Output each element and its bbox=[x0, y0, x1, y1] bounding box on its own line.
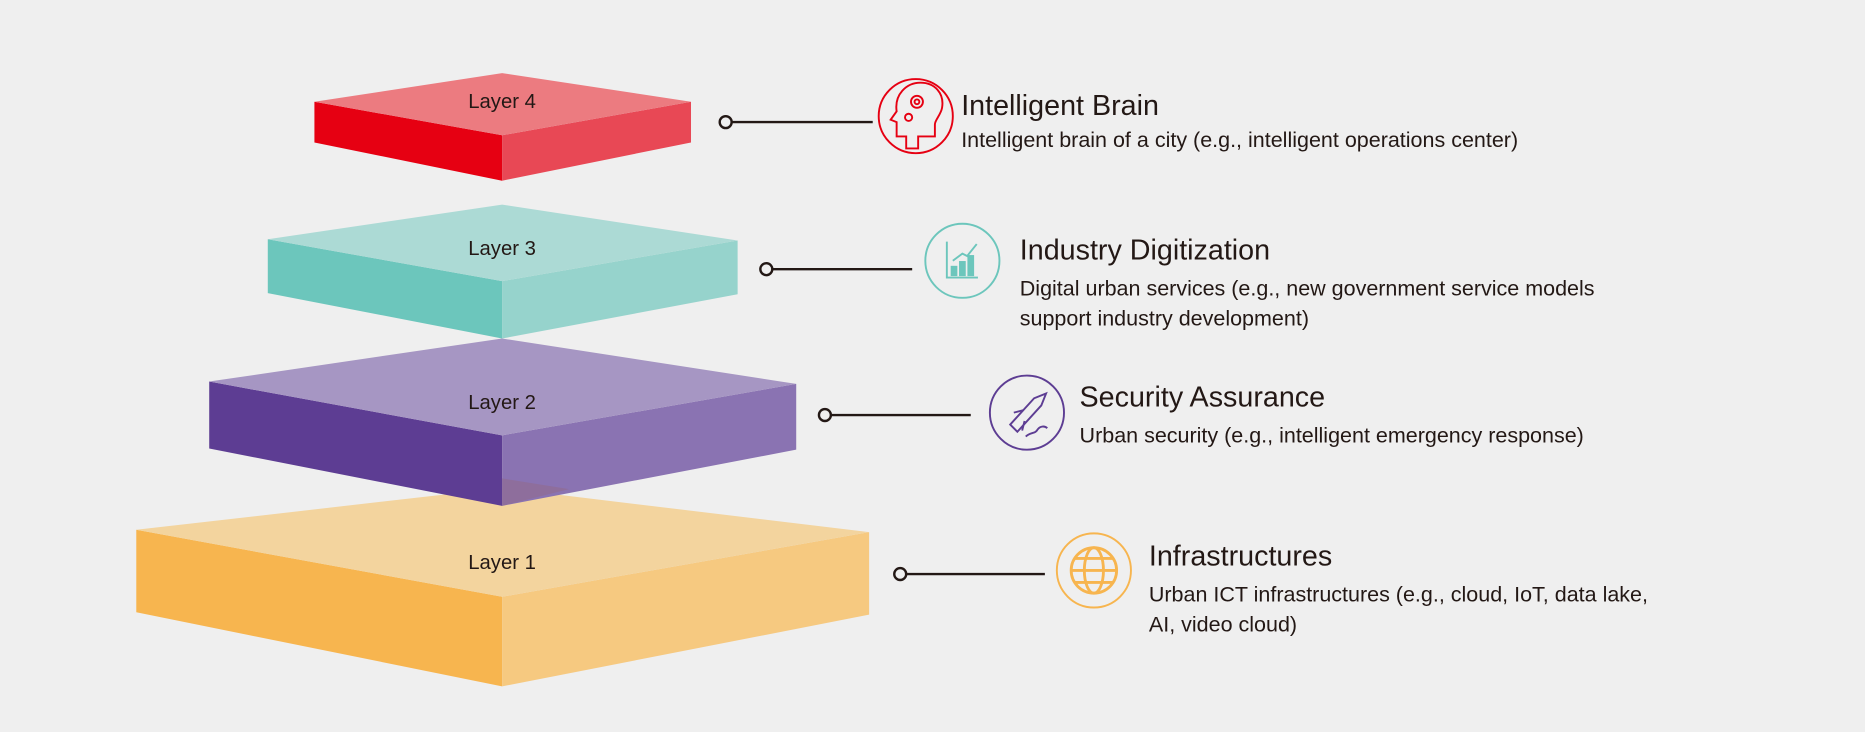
layer-1-right-face bbox=[502, 532, 870, 687]
connector-dot-3 bbox=[759, 261, 774, 277]
layer-4-desc-line-1: Intelligent brain of a city (e.g., intel… bbox=[961, 128, 1518, 152]
layer-4-block: Layer 4 bbox=[314, 73, 692, 181]
layer-4-right-face bbox=[502, 101, 692, 181]
layer-2-description: Security Assurance Urban security (e.g.,… bbox=[1080, 382, 1584, 448]
layer-3-top-face bbox=[267, 204, 738, 282]
layer-4-left-face bbox=[314, 101, 503, 181]
layer-1-title: Infrastructures bbox=[1149, 541, 1332, 573]
layer-3-right-face bbox=[502, 240, 738, 339]
brain-icon bbox=[877, 78, 954, 155]
layer-overlap bbox=[502, 478, 570, 506]
layer-1-label: Layer 1 bbox=[468, 552, 536, 574]
layer-2-title: Security Assurance bbox=[1080, 382, 1326, 414]
connector-dot-2 bbox=[817, 407, 833, 423]
layer-4-top-face bbox=[314, 73, 692, 136]
layer-2-label: Layer 2 bbox=[468, 392, 536, 414]
layer-2-top-face bbox=[209, 338, 797, 436]
layer-3-block: Layer 3 bbox=[267, 204, 738, 339]
layer-3-desc-line-2: support industry development) bbox=[1020, 306, 1309, 330]
layer-3-description: Industry Digitization Digital urban serv… bbox=[1020, 235, 1595, 331]
layer-1-description: Infrastructures Urban ICT infrastructure… bbox=[1149, 541, 1648, 637]
layer-3-left-face bbox=[267, 239, 503, 339]
layer-1-left-face bbox=[136, 529, 503, 687]
layer-1-block: Layer 1 bbox=[136, 487, 870, 687]
layer-2-right-face bbox=[502, 383, 797, 506]
globe-icon bbox=[1055, 532, 1132, 609]
layer-3-desc-line-1: Digital urban services (e.g., new govern… bbox=[1020, 276, 1595, 300]
layer-2-left-face bbox=[209, 381, 503, 506]
layer-3-title: Industry Digitization bbox=[1020, 235, 1270, 267]
layer-4-title: Intelligent Brain bbox=[961, 90, 1159, 122]
layer-1-desc-line-2: AI, video cloud) bbox=[1149, 612, 1297, 636]
connector-dot-4 bbox=[718, 114, 733, 130]
connectors bbox=[718, 114, 1045, 582]
layer-4-description: Intelligent Brain Intelligent brain of a… bbox=[961, 90, 1518, 152]
layer-2-block: Layer 2 bbox=[209, 338, 797, 506]
layer-1-top-face bbox=[136, 487, 870, 597]
chart-icon bbox=[924, 222, 1001, 299]
layer-1-desc-line-1: Urban ICT infrastructures (e.g., cloud, … bbox=[1149, 583, 1648, 607]
security-icon bbox=[988, 374, 1065, 451]
layer-2-desc-line-1: Urban security (e.g., intelligent emerge… bbox=[1080, 424, 1584, 448]
connector-dot-1 bbox=[893, 566, 908, 582]
layer-4-label: Layer 4 bbox=[468, 91, 536, 113]
layer-3-label: Layer 3 bbox=[468, 238, 536, 260]
